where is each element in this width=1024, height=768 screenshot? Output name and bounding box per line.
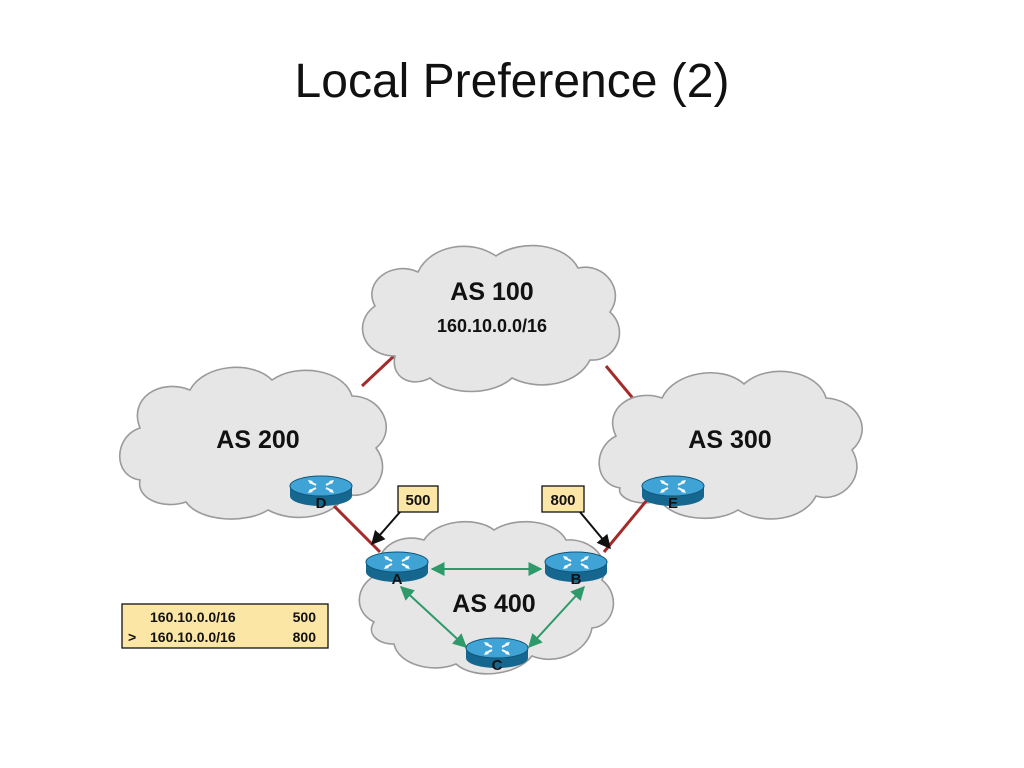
- router-b-label: B: [571, 571, 582, 588]
- cloud-as100: [361, 244, 621, 393]
- router-e: E: [641, 475, 705, 512]
- route-row-2-pref: 800: [293, 629, 317, 645]
- link-as100-as200: [360, 354, 396, 388]
- router-d-label: D: [316, 495, 327, 512]
- pref-tag-500-value: 500: [405, 492, 430, 509]
- router-a-label: A: [392, 571, 403, 588]
- as400-label: AS 400: [452, 590, 535, 618]
- link-d-a: [332, 504, 382, 554]
- ibgp-link-b-c: [528, 585, 585, 649]
- router-b: B: [544, 551, 608, 588]
- pref-tag-800: 800: [541, 485, 611, 550]
- link-as100-as300: [604, 365, 638, 403]
- link-e-b: [602, 493, 654, 553]
- router-c: C: [465, 637, 529, 674]
- as100-label: AS 100: [450, 278, 533, 306]
- route-row-2-marker: >: [128, 629, 136, 645]
- as100-prefix: 160.10.0.0/16: [437, 316, 547, 336]
- route-table-row: 160.10.0.0/16 500: [150, 609, 316, 625]
- route-table-row: > 160.10.0.0/16 800: [128, 629, 316, 645]
- route-row-1-pref: 500: [293, 609, 317, 625]
- router-e-label: E: [668, 495, 678, 512]
- pref-tag-500: 500: [371, 485, 439, 546]
- route-row-1-prefix: 160.10.0.0/16: [150, 609, 236, 625]
- router-d: D: [289, 475, 353, 512]
- ibgp-link-a-c: [399, 586, 468, 648]
- router-c-label: C: [492, 657, 503, 674]
- route-table: 160.10.0.0/16 500 > 160.10.0.0/16 800: [121, 603, 329, 649]
- as300-label: AS 300: [688, 426, 771, 454]
- router-a: A: [365, 551, 429, 588]
- as200-label: AS 200: [216, 426, 299, 454]
- slide-title: Local Preference (2): [294, 55, 730, 108]
- route-row-2-prefix: 160.10.0.0/16: [150, 629, 236, 645]
- pref-tag-800-value: 800: [550, 492, 575, 509]
